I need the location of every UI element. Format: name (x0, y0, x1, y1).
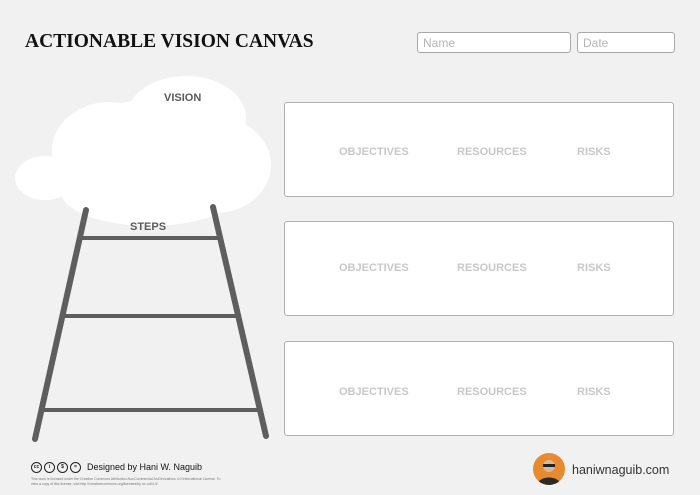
name-field[interactable] (417, 32, 571, 53)
attribution-icon: i (44, 462, 55, 473)
license-text: This work is licensed under the Creative… (31, 477, 221, 486)
action-panel-1[interactable]: OBJECTIVES RESOURCES RISKS (284, 102, 674, 197)
page-title: ACTIONABLE VISION CANVAS (25, 31, 314, 52)
vision-label: VISION (164, 92, 202, 104)
date-field[interactable] (577, 32, 675, 53)
designer-credit: Designed by Hani W. Naguib (87, 462, 203, 472)
resources-label: RESOURCES (457, 146, 527, 158)
noncommercial-icon: $ (57, 462, 68, 473)
cloud-shape (15, 76, 271, 226)
website-link[interactable]: haniwnaguib.com (572, 463, 670, 477)
resources-label: RESOURCES (457, 386, 527, 398)
noderivatives-icon: = (70, 462, 81, 473)
creative-commons-icon: cc (31, 462, 42, 473)
ladder-right-rail (210, 204, 269, 439)
resources-label: RESOURCES (457, 262, 527, 274)
avatar (533, 453, 565, 485)
objectives-label: OBJECTIVES (339, 146, 409, 158)
risks-label: RISKS (577, 146, 611, 158)
action-panel-2[interactable]: OBJECTIVES RESOURCES RISKS (284, 221, 674, 316)
steps-label: STEPS (130, 221, 167, 233)
objectives-label: OBJECTIVES (339, 386, 409, 398)
ladder-left-rail (32, 207, 89, 442)
action-panel-3[interactable]: OBJECTIVES RESOURCES RISKS (284, 341, 674, 436)
license-icons: cc i $ = (31, 462, 81, 473)
risks-label: RISKS (577, 386, 611, 398)
risks-label: RISKS (577, 262, 611, 274)
ladder (32, 204, 269, 442)
person-icon (537, 460, 561, 485)
objectives-label: OBJECTIVES (339, 262, 409, 274)
